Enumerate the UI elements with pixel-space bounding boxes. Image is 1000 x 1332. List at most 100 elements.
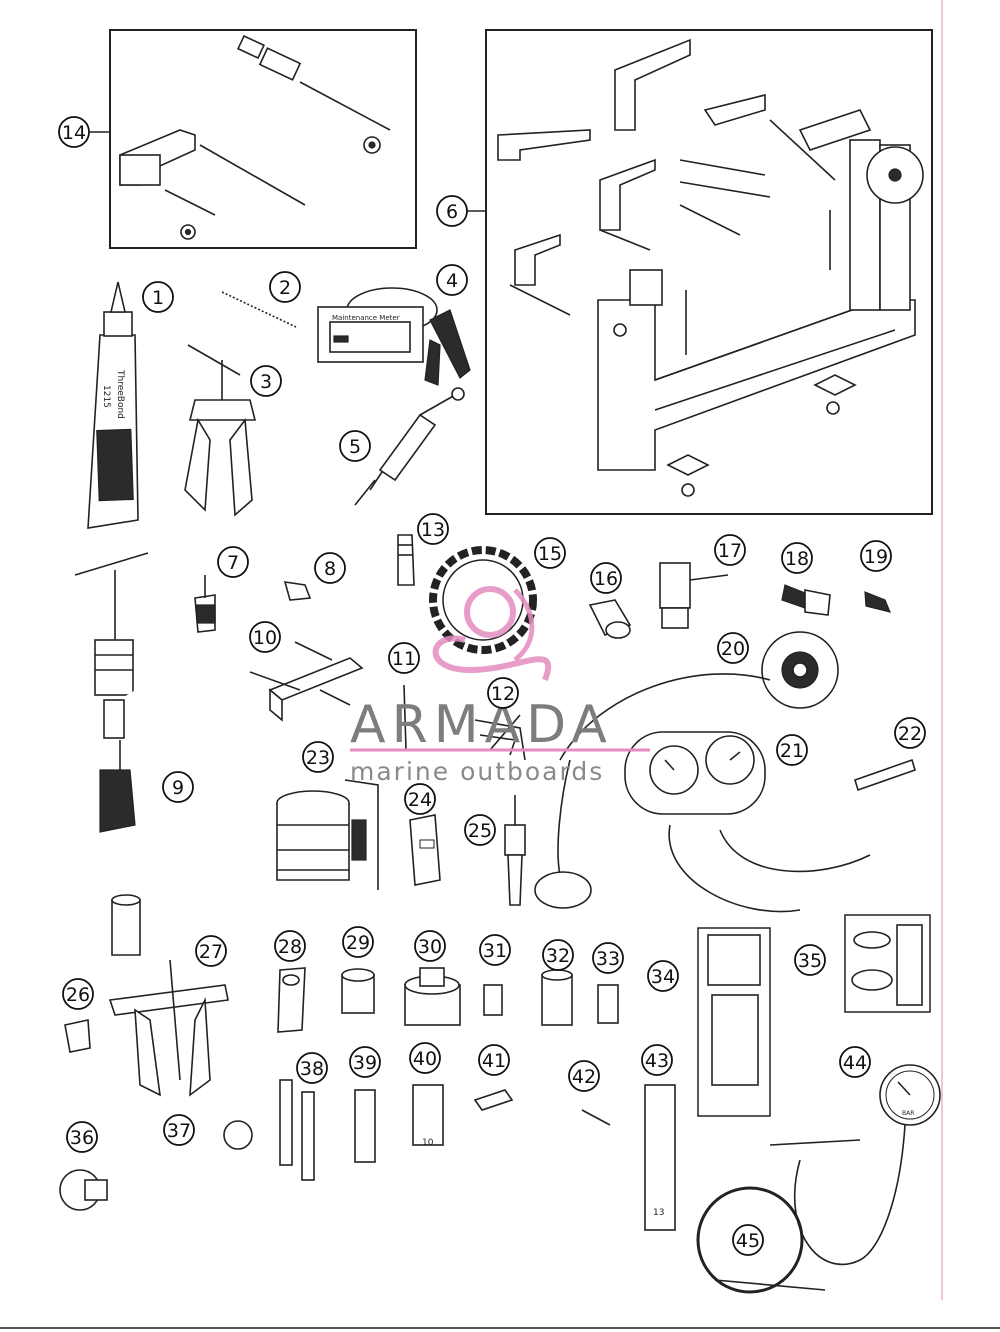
callout-12: 12 bbox=[487, 677, 519, 709]
part-18-bolt bbox=[781, 584, 831, 616]
part-33-adapter bbox=[597, 984, 619, 1024]
callout-number: 42 bbox=[572, 1066, 596, 1088]
part-30-adapter bbox=[404, 967, 461, 1026]
callout-16: 16 bbox=[590, 562, 622, 594]
part-28-link bbox=[277, 967, 306, 1033]
part-10-holder-tool bbox=[249, 641, 364, 722]
part-1-threebond-tube: ThreeBond 1215 bbox=[87, 281, 139, 529]
callout-number: 27 bbox=[199, 941, 223, 963]
callout-number: 10 bbox=[253, 627, 277, 649]
watermark: ARMADA marine outboards bbox=[350, 586, 650, 786]
callout-8: 8 bbox=[314, 552, 346, 584]
callout-29: 29 bbox=[342, 926, 374, 958]
callout-35: 35 bbox=[794, 944, 826, 976]
tube-number-label: 1215 bbox=[101, 385, 111, 408]
callout-number: 7 bbox=[227, 552, 239, 574]
watermark-logo bbox=[432, 586, 552, 682]
part-41-key bbox=[473, 1089, 514, 1111]
part-40-socket: 10 bbox=[412, 1084, 444, 1148]
callout-number: 43 bbox=[645, 1050, 669, 1072]
callout-circle bbox=[195, 935, 227, 967]
callout-number: 5 bbox=[349, 436, 361, 458]
callout-number: 40 bbox=[413, 1048, 437, 1070]
callout-6: 6 bbox=[436, 195, 468, 227]
callout-number: 12 bbox=[491, 683, 515, 705]
callout-number: 16 bbox=[594, 568, 618, 590]
callout-circle bbox=[478, 1044, 510, 1076]
part-27-puller bbox=[108, 959, 229, 1097]
part-8-plug bbox=[283, 581, 312, 601]
callout-number: 38 bbox=[300, 1058, 324, 1080]
callout-15: 15 bbox=[534, 537, 566, 569]
callout-number: 8 bbox=[324, 558, 336, 580]
callout-circle bbox=[62, 978, 94, 1010]
callout-circle bbox=[302, 741, 334, 773]
callout-22: 22 bbox=[894, 717, 926, 749]
callout-45: 45 bbox=[732, 1224, 764, 1256]
part-25-slide-hammer bbox=[504, 795, 526, 906]
callout-circle bbox=[296, 1052, 328, 1084]
callout-17: 17 bbox=[714, 534, 746, 566]
callout-27: 27 bbox=[195, 935, 227, 967]
callout-38: 38 bbox=[296, 1052, 328, 1084]
callout-number: 31 bbox=[483, 940, 507, 962]
callout-circle bbox=[163, 1114, 195, 1146]
callout-circle bbox=[217, 546, 249, 578]
callout-number: 23 bbox=[306, 747, 330, 769]
callout-25: 25 bbox=[464, 814, 496, 846]
callout-number: 28 bbox=[278, 936, 302, 958]
callout-number: 9 bbox=[172, 777, 184, 799]
callout-number: 37 bbox=[167, 1120, 191, 1142]
callout-circle bbox=[592, 942, 624, 974]
part-2-spring bbox=[221, 291, 297, 328]
callout-39: 39 bbox=[349, 1046, 381, 1078]
callout-circle bbox=[388, 642, 420, 674]
callout-circle bbox=[342, 926, 374, 958]
callout-number: 21 bbox=[780, 740, 804, 762]
callout-number: 18 bbox=[785, 548, 809, 570]
callout-number: 20 bbox=[721, 638, 745, 660]
meter-label: Maintenance Meter bbox=[332, 314, 400, 322]
callout-circle bbox=[404, 783, 436, 815]
callout-circle bbox=[58, 116, 90, 148]
part-5-grease-syringe bbox=[354, 387, 465, 506]
callout-circle bbox=[794, 944, 826, 976]
part-42-pin-spanner bbox=[513, 1109, 611, 1158]
part-13-sleeve bbox=[397, 534, 415, 586]
part-7-small-bottle bbox=[194, 575, 216, 633]
callout-number: 36 bbox=[70, 1127, 94, 1149]
callout-number: 39 bbox=[353, 1052, 377, 1074]
callout-3: 3 bbox=[250, 365, 282, 397]
callout-9: 9 bbox=[162, 771, 194, 803]
callout-circle bbox=[436, 264, 468, 296]
watermark-title: ARMADA bbox=[350, 695, 613, 755]
callout-circle bbox=[249, 621, 281, 653]
callout-circle bbox=[568, 1060, 600, 1092]
part-6-engine-stand bbox=[466, 29, 933, 515]
callout-number: 30 bbox=[418, 936, 442, 958]
callout-circle bbox=[717, 632, 749, 664]
callout-circle bbox=[269, 271, 301, 303]
callout-11: 11 bbox=[388, 642, 420, 674]
callout-circle bbox=[314, 552, 346, 584]
socket-size-13: 13 bbox=[653, 1208, 664, 1218]
callout-32: 32 bbox=[542, 939, 574, 971]
callout-number: 13 bbox=[421, 519, 445, 541]
callout-2: 2 bbox=[269, 271, 301, 303]
callout-circle bbox=[414, 930, 446, 962]
callout-number: 45 bbox=[736, 1230, 760, 1252]
callout-18: 18 bbox=[781, 542, 813, 574]
callout-circle bbox=[641, 1044, 673, 1076]
callout-number: 17 bbox=[718, 540, 742, 562]
callout-circle bbox=[436, 195, 468, 227]
callout-13: 13 bbox=[417, 513, 449, 545]
callout-circle bbox=[66, 1121, 98, 1153]
part-45-hose bbox=[696, 1186, 826, 1294]
callout-number: 2 bbox=[279, 277, 291, 299]
callout-43: 43 bbox=[641, 1044, 673, 1076]
callout-circle bbox=[162, 771, 194, 803]
callout-circle bbox=[142, 281, 174, 313]
callout-42: 42 bbox=[568, 1060, 600, 1092]
part-38-studs bbox=[279, 1079, 315, 1181]
